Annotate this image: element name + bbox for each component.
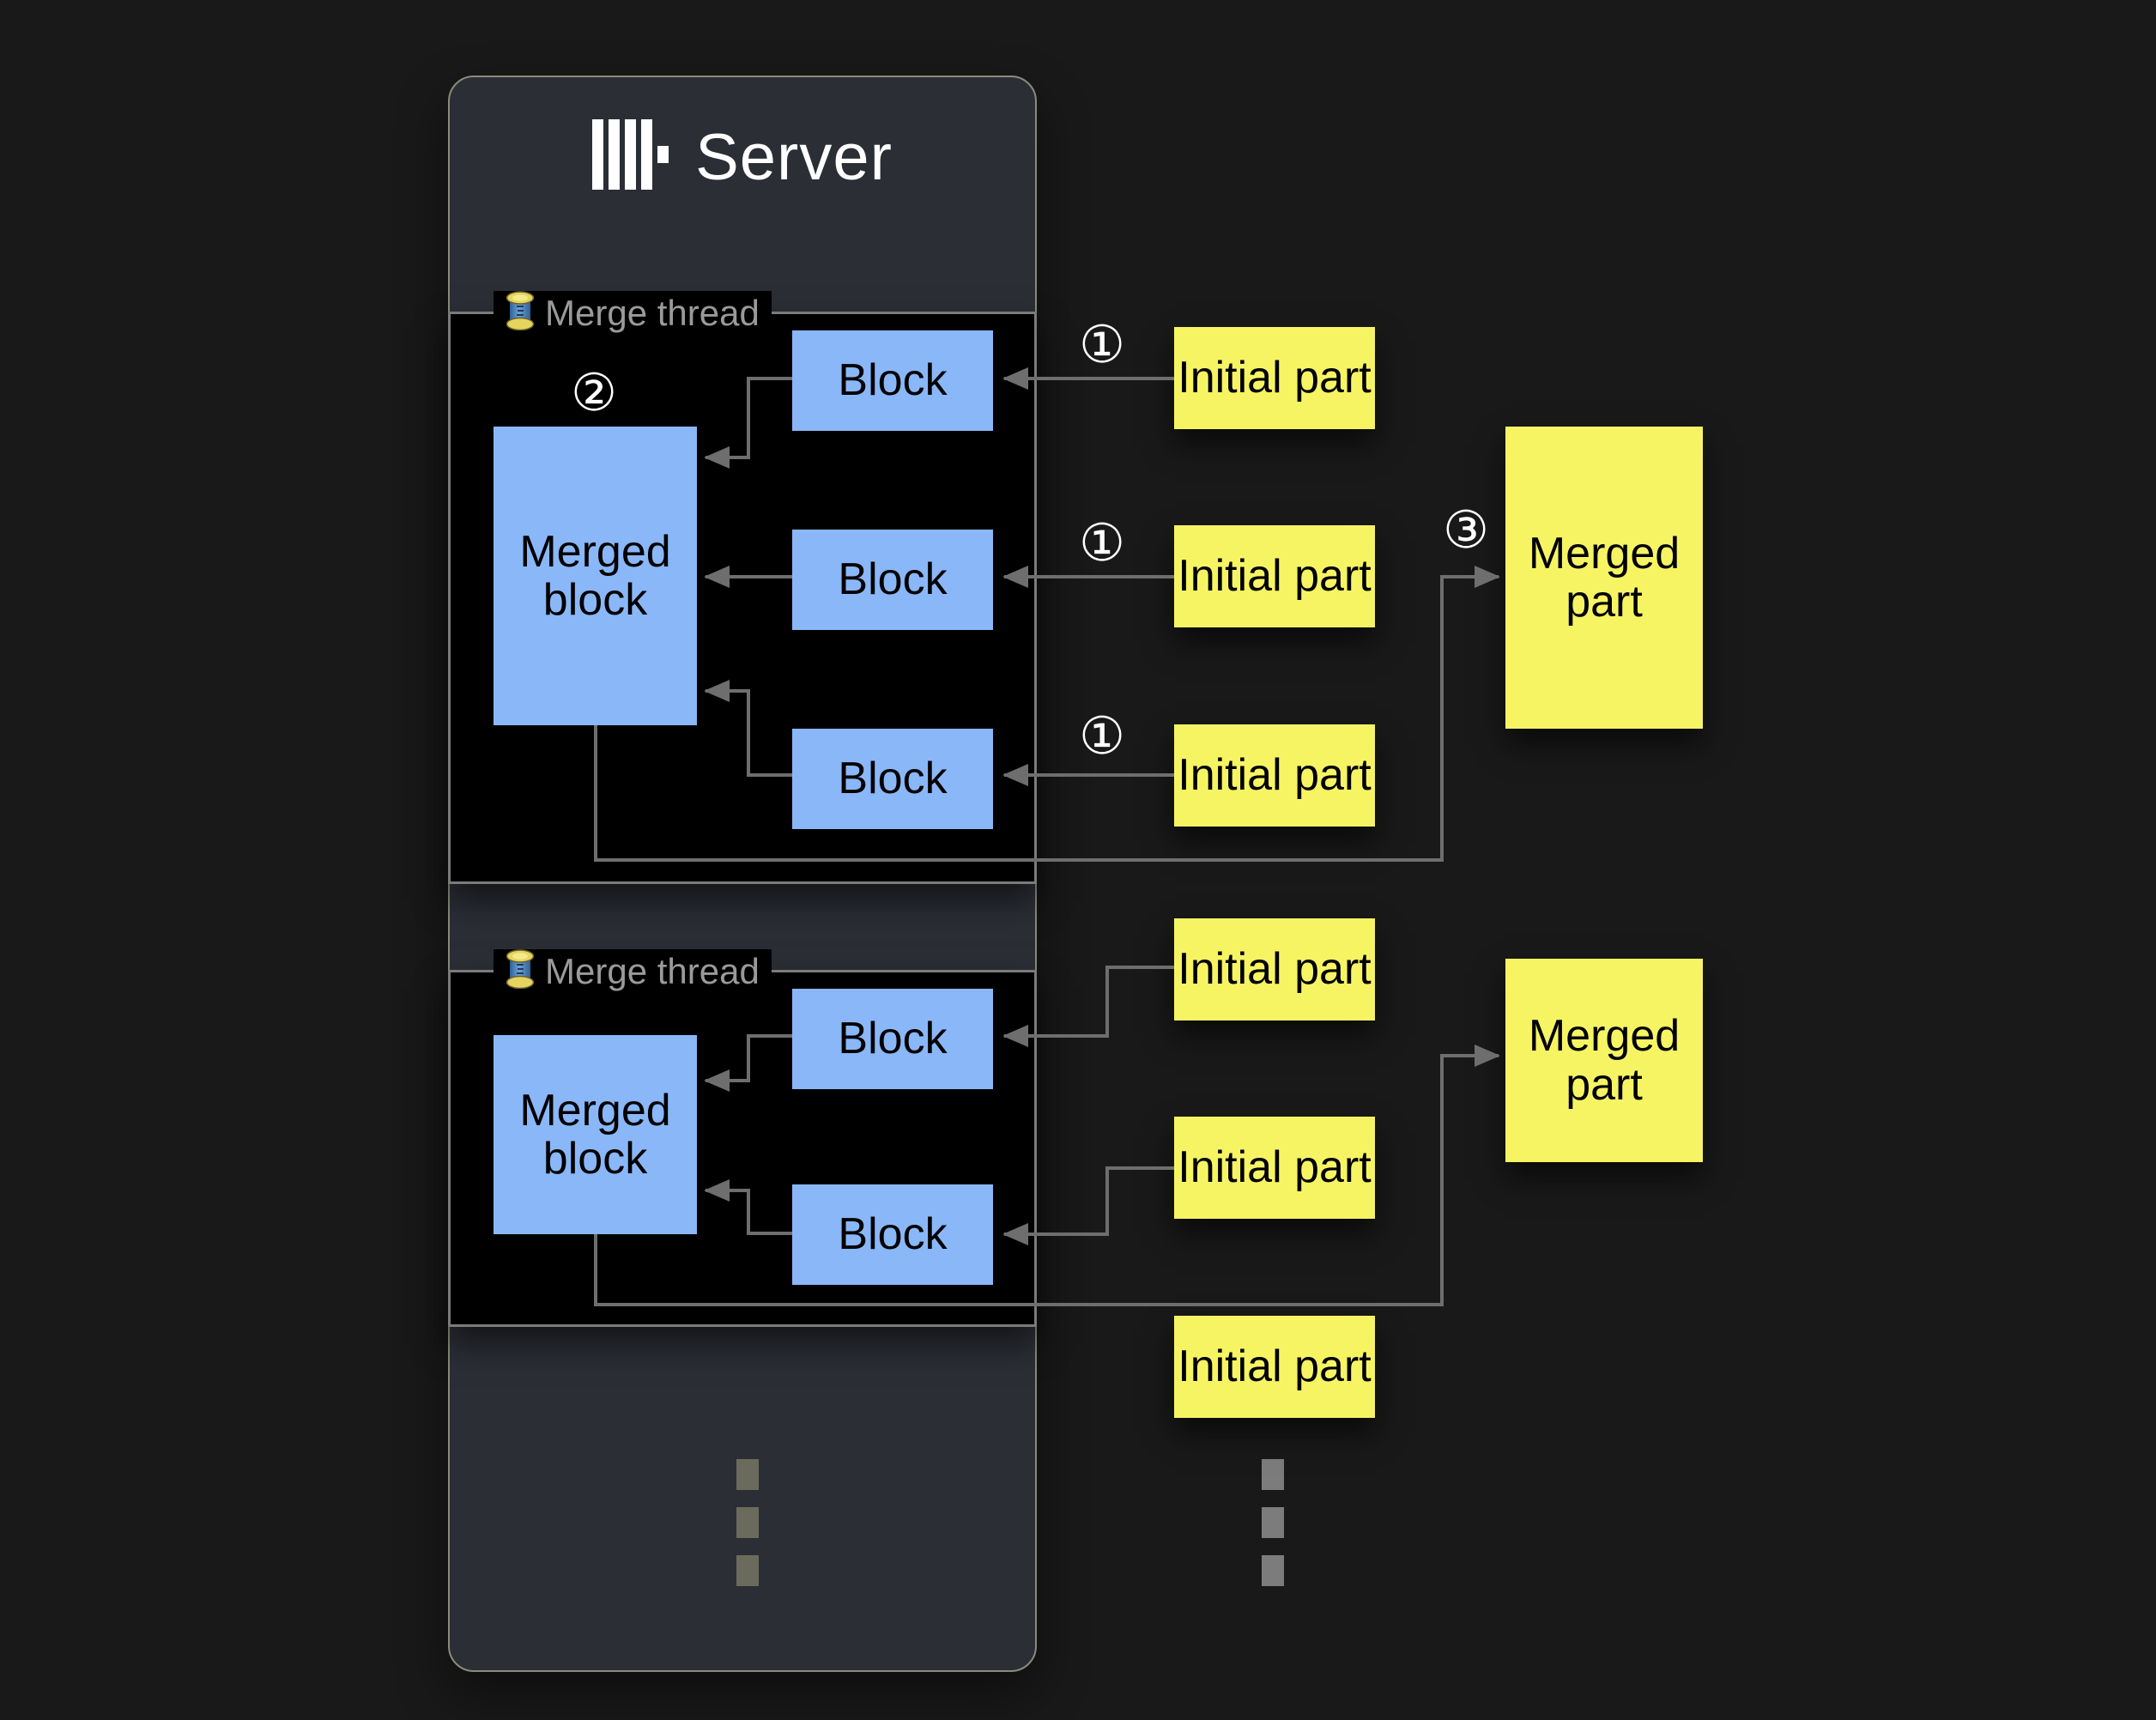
server-ellipsis-dot	[736, 1459, 759, 1490]
parts-ellipsis-dot	[1262, 1555, 1284, 1586]
initial-part-3: Initial part	[1174, 724, 1375, 827]
write-step-badge: ③	[1443, 500, 1489, 560]
thread-spool-icon	[506, 291, 535, 335]
merged-part-2: Merged part	[1505, 959, 1703, 1162]
server-ellipsis-dot	[736, 1555, 759, 1586]
block-5: Block	[792, 1184, 993, 1285]
initial-part-2: Initial part	[1174, 525, 1375, 627]
merge-thread-legend-2: Merge thread	[494, 949, 772, 993]
parts-ellipsis-dot	[1262, 1459, 1284, 1490]
merged-part-1: Merged part	[1505, 427, 1703, 729]
server-ellipsis-dot	[736, 1507, 759, 1538]
thread-spool-icon	[506, 949, 535, 993]
block-2: Block	[792, 530, 993, 630]
initial-part-1: Initial part	[1174, 327, 1375, 429]
read-step-badge: ①	[1079, 706, 1125, 766]
clickhouse-logo-icon	[592, 118, 669, 196]
block-1: Block	[792, 330, 993, 431]
merged-block-2: Merged block	[494, 1035, 697, 1234]
server-title: Server	[695, 120, 893, 194]
merged-block-1: Merged block	[494, 427, 697, 725]
parts-ellipsis-dot	[1262, 1507, 1284, 1538]
initial-part-4: Initial part	[1174, 918, 1375, 1020]
initial-part-6: Initial part	[1174, 1316, 1375, 1418]
merge-thread-label: Merge thread	[545, 292, 760, 333]
block-3: Block	[792, 729, 993, 829]
merge-thread-legend-1: Merge thread	[494, 291, 772, 335]
server-header: Server	[448, 110, 1037, 204]
initial-part-5: Initial part	[1174, 1117, 1375, 1219]
merge-thread-label: Merge thread	[545, 950, 760, 991]
read-step-badge: ①	[1079, 513, 1125, 573]
merge-step-badge: ②	[571, 363, 617, 423]
read-step-badge: ①	[1079, 315, 1125, 375]
block-4: Block	[792, 989, 993, 1089]
